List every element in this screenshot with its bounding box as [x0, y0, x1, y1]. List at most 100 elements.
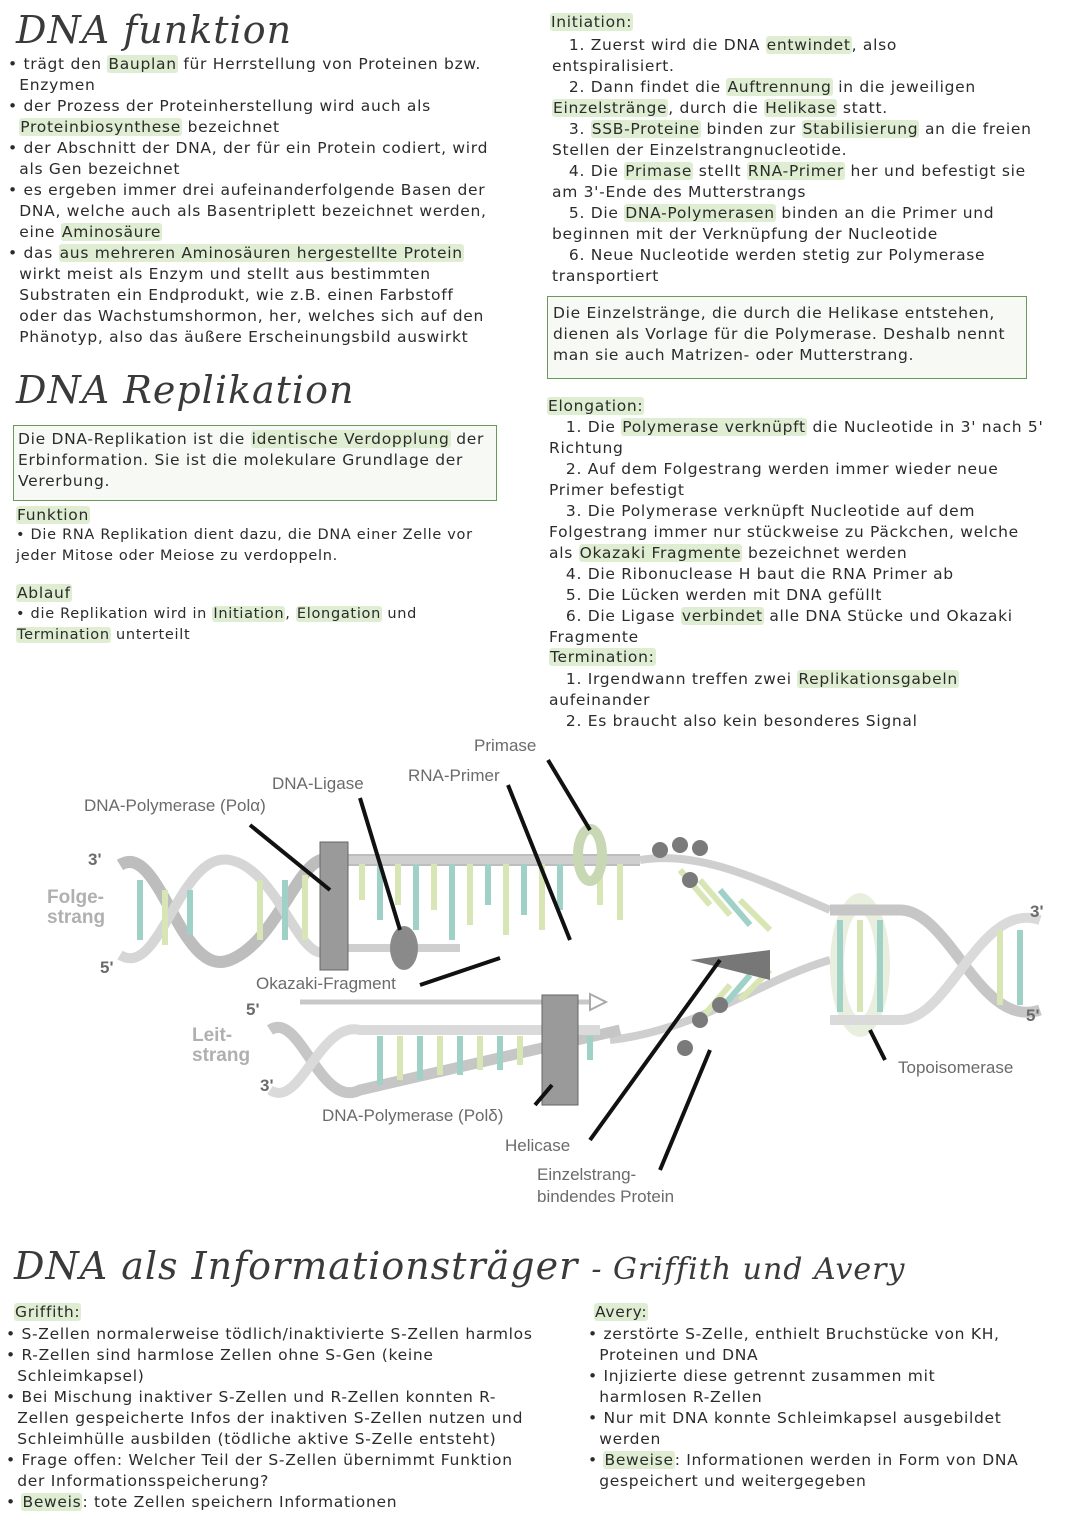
initiation-lines-line: Stellen der Einzelstrangnucleotide. [552, 140, 1032, 161]
griffith-lines-line: • Beweis: tote Zellen speichern Informat… [6, 1492, 533, 1513]
elongation-lines-line: 4. Die Ribonuclease H baut die RNA Prime… [549, 564, 1043, 585]
avery-lines-line: harmlosen R-Zellen [588, 1387, 1018, 1408]
text-segment: 1. Zuerst wird die DNA [552, 36, 766, 54]
label-folgestrang: Folge- strang [47, 888, 105, 928]
label-folgestrang-1: Folge- [47, 887, 104, 908]
avery-lines-line: • Beweise: Informationen werden in Form … [588, 1450, 1018, 1471]
title-dna-informationstraeger: DNA als Informationsträger - Griffith un… [14, 1244, 905, 1288]
ablauf-lines-line: • die Replikation wird in Initiation, El… [16, 604, 417, 625]
text-segment: Phänotyp, also das äußere Erscheinungsbi… [8, 328, 469, 346]
title-dna-replikation: DNA Replikation [16, 368, 355, 412]
funktion-lines-line: • der Prozess der Proteinherstellung wir… [8, 96, 488, 117]
text-segment: , also [851, 36, 898, 54]
text-segment: Schleimhülle ausbilden (tödliche aktive … [6, 1430, 497, 1448]
text-segment: und [382, 606, 418, 622]
termination-heading: Termination: [549, 648, 656, 666]
termination-steps: 1. Irgendwann treffen zwei Replikationsg… [549, 669, 959, 732]
text-segment: • das [8, 244, 59, 262]
text-segment: , durch die [668, 99, 765, 117]
text-segment: identische Verdopplung [250, 430, 451, 448]
label-5prime-right: 5' [1026, 1006, 1040, 1025]
griffith-lines-line: Schleimhülle ausbilden (tödliche aktive … [6, 1429, 533, 1450]
ablauf-lines-line: Termination unterteilt [16, 625, 417, 646]
title-info-sub: - Griffith und Avery [591, 1252, 906, 1287]
text-segment: 2. Es braucht also kein besonderes Signa… [549, 712, 918, 730]
text-segment: oder das Wachstumshormon, her, welches s… [8, 307, 484, 325]
griffith-lines-line: • Bei Mischung inaktiver S-Zellen und R-… [6, 1387, 533, 1408]
text-segment: als [549, 544, 579, 562]
avery-heading: Avery: [594, 1303, 649, 1321]
elongation-lines-line: 1. Die Polymerase verknüpft die Nucleoti… [549, 417, 1043, 438]
text-segment: • zerstörte S-Zelle, enthielt Bruchstück… [588, 1325, 1000, 1343]
text-segment: • R-Zellen sind harmlose Zellen ohne S-G… [6, 1346, 434, 1364]
label-3prime-right: 3' [1030, 902, 1044, 921]
dna-helix-drawing [116, 758, 1042, 1171]
text-segment: Helikase [764, 99, 838, 117]
text-segment: für Herrstellung von Proteinen bzw. [177, 55, 481, 73]
elongation-heading-label: Elongation: [547, 397, 645, 415]
text-segment: Die Einzelstränge, die durch die Helikas… [553, 304, 996, 322]
text-segment: bezeichnet [181, 118, 280, 136]
initiation-lines-line: Einzelstränge, durch die Helikase statt. [552, 98, 1032, 119]
text-segment: verbindet [680, 607, 764, 625]
initiation-lines-line: transportiert [552, 266, 1032, 287]
elongation-steps: 1. Die Polymerase verknüpft die Nucleoti… [549, 417, 1043, 648]
text-segment: aufeinander [549, 691, 651, 709]
matrizenstrang-box: Die Einzelstränge, die durch die Helikas… [547, 296, 1027, 379]
label-ssb-protein: Einzelstrang- bindendes Protein [537, 1164, 674, 1208]
initiation-lines-line: 3. SSB-Proteine binden zur Stabilisierun… [552, 119, 1032, 140]
vorlage-box-lines-line: man sie auch Matrizen- oder Mutterstrang… [553, 345, 1005, 366]
replikation-box-lines-line: Vererbung. [18, 471, 484, 492]
text-segment: alle DNA Stücke und Okazaki [763, 607, 1013, 625]
text-segment: Enzymen [8, 76, 96, 94]
avery-lines-line: werden [588, 1429, 1018, 1450]
text-segment: Beweise [603, 1451, 675, 1469]
replikation-definition-box: Die DNA-Replikation ist die identische V… [13, 425, 497, 501]
ablauf-heading: Ablauf [16, 584, 72, 602]
text-segment: Replikationsgabeln [797, 670, 959, 688]
initiation-lines-line: 2. Dann findet die Auftrennung in die je… [552, 77, 1032, 98]
avery-lines-line: gespeichert und weitergegeben [588, 1471, 1018, 1492]
text-segment: Termination [16, 627, 111, 643]
funktion2-lines-line: jeder Mitose oder Meiose zu verdoppeln. [16, 546, 473, 567]
avery-lines-line: Proteinen und DNA [588, 1345, 1018, 1366]
initiation-lines-line: 5. Die DNA-Polymerasen binden an die Pri… [552, 203, 1032, 224]
text-segment: 6. Die Ligase [549, 607, 681, 625]
text-segment: 4. Die [552, 162, 625, 180]
elongation-lines-line: 6. Die Ligase verbindet alle DNA Stücke … [549, 606, 1043, 627]
griffith-lines-line: • S-Zellen normalerweise tödlich/inaktiv… [6, 1324, 533, 1345]
label-leitstrang-1: Leit- [192, 1025, 233, 1046]
avery-lines-line: • Nur mit DNA konnte Schleimkapsel ausge… [588, 1408, 1018, 1429]
text-segment: SSB-Proteine [590, 120, 701, 138]
replication-fork-diagram: Primase DNA-Ligase RNA-Primer DNA-Polyme… [0, 730, 1080, 1210]
funktion-lines-line: • es ergeben immer drei aufeinanderfolge… [8, 180, 488, 201]
text-segment: 3. [552, 120, 591, 138]
text-segment: der Informationsspeicherung? [6, 1472, 270, 1490]
funktion-lines-line: Proteinbiosynthese bezeichnet [8, 117, 488, 138]
text-segment: transportiert [552, 267, 660, 285]
text-segment: beginnen mit der Verknüpfung der Nucleot… [552, 225, 938, 243]
text-segment: her und befestigt sie [844, 162, 1026, 180]
vorlage-box-lines-line: dienen als Vorlage für die Polymerase. D… [553, 324, 1005, 345]
funktion-lines-line: • trägt den Bauplan für Herrstellung von… [8, 54, 488, 75]
text-segment: • S-Zellen normalerweise tödlich/inaktiv… [6, 1325, 533, 1343]
griffith-lines-line: • Frage offen: Welcher Teil der S-Zellen… [6, 1450, 533, 1471]
text-segment: Primer befestigt [549, 481, 685, 499]
text-segment: 2. Auf dem Folgestrang werden immer wied… [549, 460, 999, 478]
text-segment: • der Prozess der Proteinherstellung wir… [8, 97, 431, 115]
text-segment: • der Abschnitt der DNA, der für ein Pro… [8, 139, 489, 157]
text-segment: 1. Irgendwann treffen zwei [549, 670, 798, 688]
replikation-definition-text: Die DNA-Replikation ist die identische V… [18, 429, 484, 492]
label-helicase: Helicase [505, 1136, 571, 1155]
text-segment: : tote Zellen speichern Informationen [82, 1493, 398, 1511]
funktion-lines-line: als Gen bezeichnet [8, 159, 488, 180]
text-segment: stellt [693, 162, 747, 180]
text-segment: • Injizierte diese getrennt zusammen mit [588, 1367, 936, 1385]
matrizenstrang-text: Die Einzelstränge, die durch die Helikas… [553, 303, 1005, 366]
initiation-heading-label: Initiation: [550, 13, 634, 31]
title-dna-funktion: DNA funktion [16, 8, 293, 52]
text-segment: Okazaki Fragmente [578, 544, 743, 562]
text-segment: • Nur mit DNA konnte Schleimkapsel ausge… [588, 1409, 1002, 1427]
elongation-lines-line: Richtung [549, 438, 1043, 459]
